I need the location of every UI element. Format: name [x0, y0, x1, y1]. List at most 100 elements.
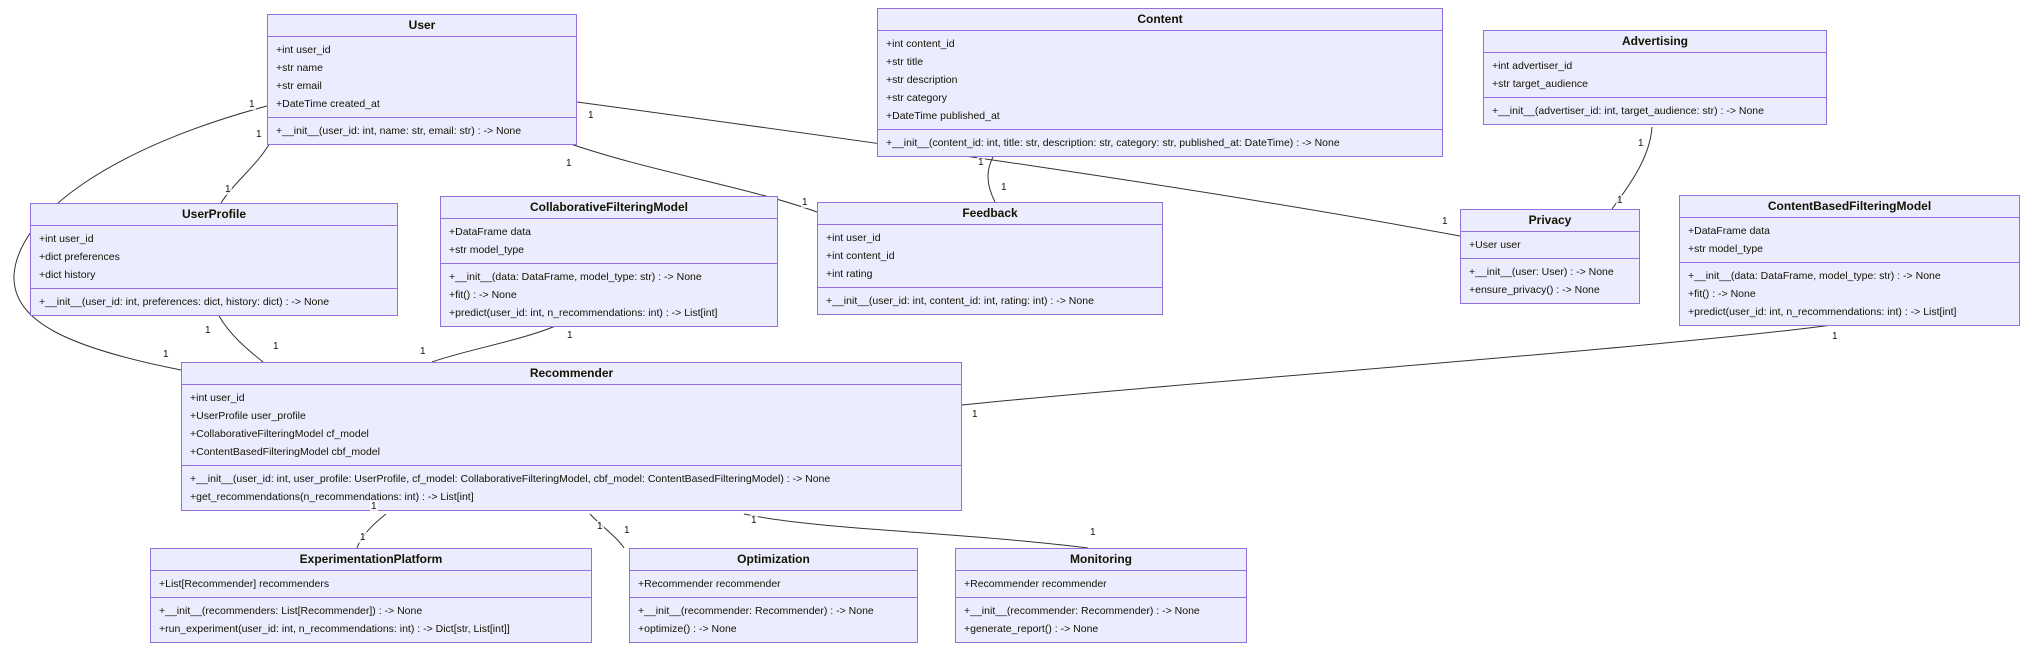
attributes-compartment: +int user_id +int content_id +int rating: [818, 225, 1162, 288]
class-method: +fit() : -> None: [449, 289, 517, 301]
methods-compartment: +__init__(data: DataFrame, model_type: s…: [441, 264, 777, 326]
multiplicity-label: 1: [566, 330, 574, 341]
class-advertising: Advertising +int advertiser_id +str targ…: [1483, 30, 1827, 125]
attributes-compartment: +Recommender recommender: [956, 571, 1246, 598]
multiplicity-label: 1: [204, 325, 212, 336]
class-method: +__init__(recommender: Recommender) : ->…: [638, 605, 874, 617]
class-title: CollaborativeFilteringModel: [441, 197, 777, 219]
class-title: User: [268, 15, 576, 37]
class-recommender: Recommender +int user_id +UserProfile us…: [181, 362, 962, 511]
class-method: +__init__(data: DataFrame, model_type: s…: [1688, 270, 1941, 282]
class-method: +predict(user_id: int, n_recommendations…: [1688, 306, 1957, 318]
class-attribute: +Recommender recommender: [964, 578, 1107, 590]
multiplicity-label: 1: [255, 129, 263, 140]
class-attribute: +str name: [276, 62, 323, 74]
class-attribute: +dict preferences: [39, 251, 120, 263]
methods-compartment: +__init__(user_id: int, user_profile: Us…: [182, 466, 961, 510]
methods-compartment: +__init__(user: User) : -> None +ensure_…: [1461, 259, 1639, 303]
class-attribute: +int rating: [826, 268, 873, 280]
class-attribute: +str description: [886, 74, 958, 86]
class-method: +ensure_privacy() : -> None: [1469, 284, 1600, 296]
edge-user-userprofile: [220, 140, 272, 204]
multiplicity-label: 1: [419, 346, 427, 357]
methods-compartment: +__init__(data: DataFrame, model_type: s…: [1680, 263, 2019, 325]
multiplicity-label: 1: [1637, 138, 1645, 149]
class-title: Monitoring: [956, 549, 1246, 571]
edge-user-recommender: [13, 105, 268, 371]
class-attribute: +ContentBasedFilteringModel cbf_model: [190, 446, 380, 458]
class-attribute: +dict history: [39, 269, 96, 281]
class-attribute: +int content_id: [826, 250, 895, 262]
multiplicity-label: 1: [801, 197, 809, 208]
class-experimentation-platform: ExperimentationPlatform +List[Recommende…: [150, 548, 592, 643]
class-title: UserProfile: [31, 204, 397, 226]
class-attribute: +User user: [1469, 239, 1521, 251]
class-title: Privacy: [1461, 210, 1639, 232]
class-optimization: Optimization +Recommender recommender +_…: [629, 548, 918, 643]
edge-recommender-experimentation: [356, 513, 387, 549]
class-method: +fit() : -> None: [1688, 288, 1756, 300]
class-attribute: +UserProfile user_profile: [190, 410, 306, 422]
multiplicity-label: 1: [224, 184, 232, 195]
edge-cfm-recommender: [431, 323, 561, 363]
multiplicity-label: 1: [162, 349, 170, 360]
class-attribute: +str title: [886, 56, 924, 68]
class-method: +__init__(user: User) : -> None: [1469, 266, 1614, 278]
methods-compartment: +__init__(user_id: int, content_id: int,…: [818, 288, 1162, 314]
class-attribute: +int user_id: [39, 233, 94, 245]
attributes-compartment: +int user_id +dict preferences +dict his…: [31, 226, 397, 289]
class-attribute: +CollaborativeFilteringModel cf_model: [190, 428, 369, 440]
class-attribute: +DateTime created_at: [276, 98, 380, 110]
multiplicity-label: 1: [1000, 182, 1008, 193]
attributes-compartment: +DataFrame data +str model_type: [441, 219, 777, 264]
multiplicity-label: 1: [359, 532, 367, 543]
class-attribute: +str category: [886, 92, 947, 104]
multiplicity-label: 1: [750, 515, 758, 526]
class-attribute: +str email: [276, 80, 322, 92]
attributes-compartment: +int user_id +UserProfile user_profile +…: [182, 385, 961, 466]
class-attribute: +List[Recommender] recommenders: [159, 578, 330, 590]
class-method: +__init__(recommenders: List[Recommender…: [159, 605, 423, 617]
class-method: +optimize() : -> None: [638, 623, 737, 635]
multiplicity-label: 1: [587, 110, 595, 121]
attributes-compartment: +int content_id +str title +str descript…: [878, 31, 1442, 130]
class-content-based-filtering-model: ContentBasedFilteringModel +DataFrame da…: [1679, 195, 2020, 326]
edge-cbfm-recommender: [961, 322, 1847, 406]
methods-compartment: +__init__(advertiser_id: int, target_aud…: [1484, 98, 1826, 124]
class-title: Recommender: [182, 363, 961, 385]
attributes-compartment: +int user_id +str name +str email +DateT…: [268, 37, 576, 118]
multiplicity-label: 1: [1441, 216, 1449, 227]
class-attribute: +int user_id: [190, 392, 245, 404]
class-method: +__init__(recommender: Recommender) : ->…: [964, 605, 1200, 617]
edge-user-privacy: [576, 101, 1461, 237]
class-title: Content: [878, 9, 1442, 31]
class-method: +predict(user_id: int, n_recommendations…: [449, 307, 718, 319]
class-title: Advertising: [1484, 31, 1826, 53]
class-user: User +int user_id +str name +str email +…: [267, 14, 577, 145]
class-attribute: +str target_audience: [1492, 78, 1589, 90]
methods-compartment: +__init__(recommender: Recommender) : ->…: [630, 598, 917, 642]
class-attribute: +DataFrame data: [1688, 225, 1771, 237]
multiplicity-label: 1: [1616, 195, 1624, 206]
attributes-compartment: +User user: [1461, 232, 1639, 259]
class-attribute: +int advertiser_id: [1492, 60, 1573, 72]
multiplicity-label: 1: [623, 525, 631, 536]
class-feedback: Feedback +int user_id +int content_id +i…: [817, 202, 1163, 315]
attributes-compartment: +DataFrame data +str model_type: [1680, 218, 2019, 263]
edge-userprofile-recommender: [218, 315, 264, 363]
class-method: +__init__(user_id: int, name: str, email…: [276, 125, 522, 137]
multiplicity-label: 1: [272, 341, 280, 352]
methods-compartment: +__init__(user_id: int, name: str, email…: [268, 118, 576, 144]
methods-compartment: +__init__(recommender: Recommender) : ->…: [956, 598, 1246, 642]
edge-recommender-monitoring: [743, 513, 1089, 549]
methods-compartment: +__init__(user_id: int, preferences: dic…: [31, 289, 397, 315]
class-title: ContentBasedFilteringModel: [1680, 196, 2019, 218]
class-collaborative-filtering-model: CollaborativeFilteringModel +DataFrame d…: [440, 196, 778, 327]
multiplicity-label: 1: [1831, 331, 1839, 342]
class-attribute: +DataFrame data: [449, 226, 532, 238]
class-method: +__init__(user_id: int, preferences: dic…: [39, 296, 330, 308]
class-attribute: +int user_id: [826, 232, 881, 244]
multiplicity-label: 1: [971, 409, 979, 420]
class-attribute: +str model_type: [1688, 243, 1763, 255]
class-method: +generate_report() : -> None: [964, 623, 1099, 635]
